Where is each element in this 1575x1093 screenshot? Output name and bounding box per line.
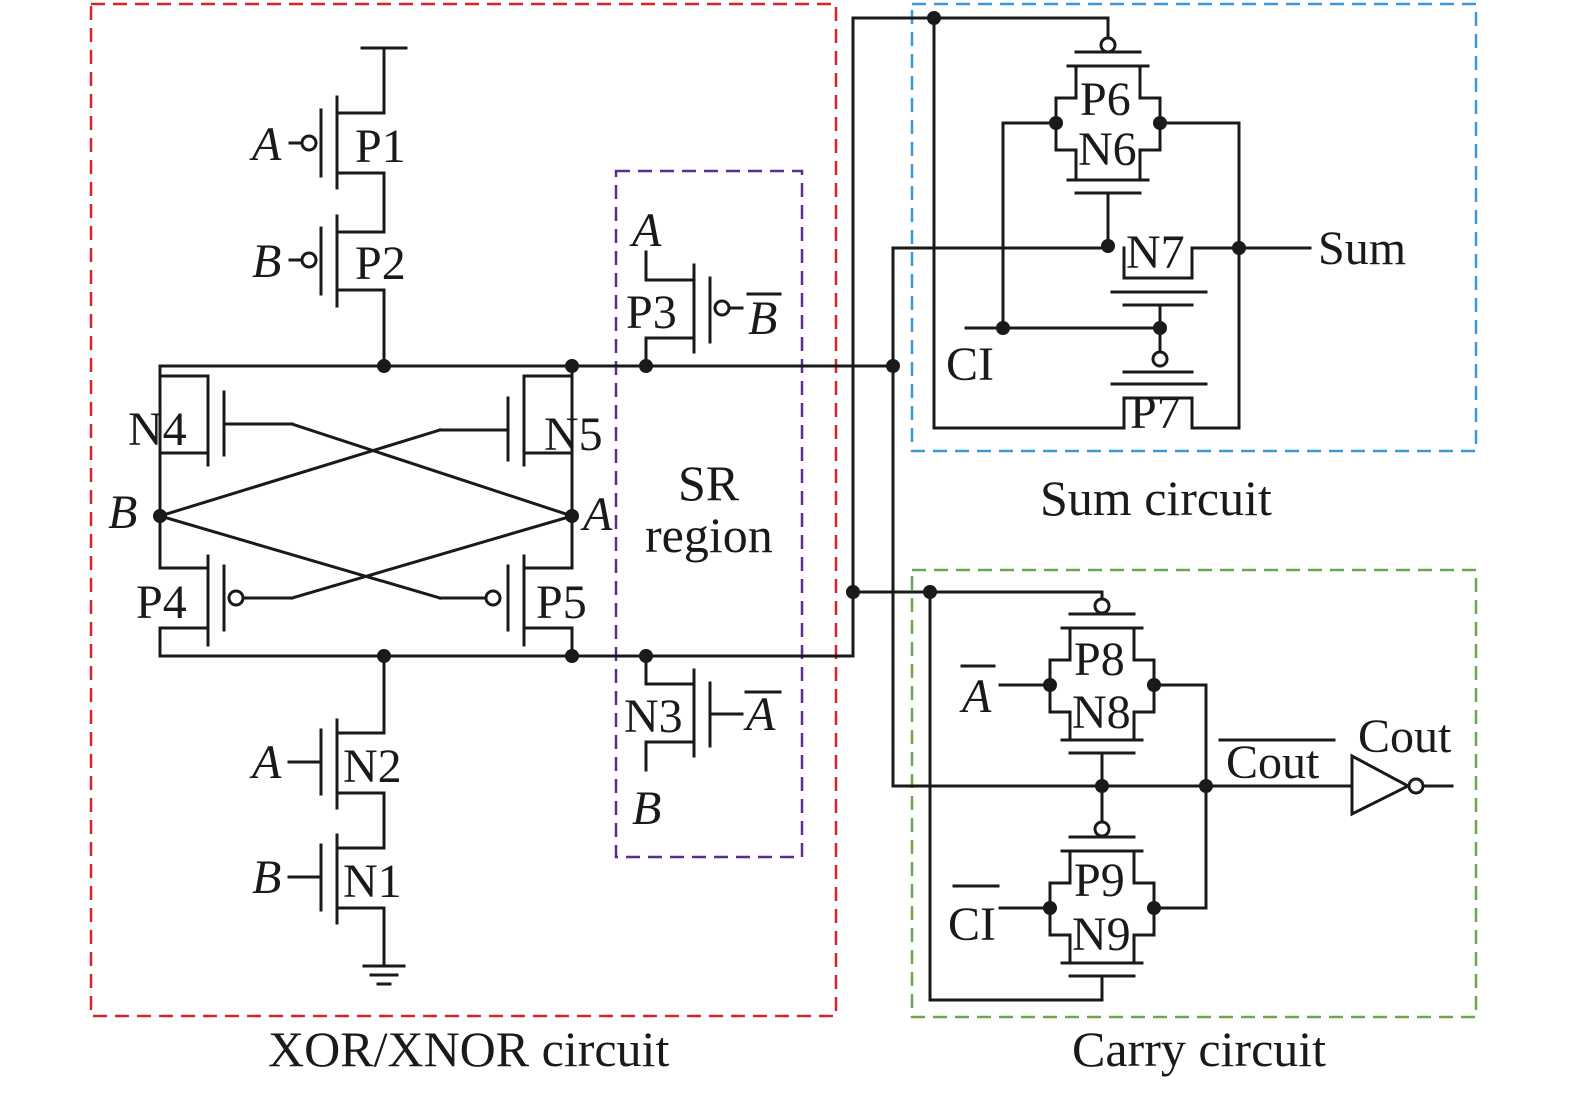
transistor-p2 (288, 214, 386, 308)
node-a-label: A (580, 488, 613, 541)
ci-bar-label: CI (948, 898, 996, 951)
junction-dots (153, 11, 1246, 915)
n3-label: N3 (624, 690, 683, 743)
cout-bar-label: Cout (1226, 736, 1320, 789)
transistor-n3 (644, 654, 744, 772)
transistor-n4 (158, 364, 294, 467)
sum-caption: Sum circuit (1040, 470, 1272, 526)
n7-label: N7 (1126, 226, 1185, 279)
transistor-n7 (1110, 246, 1208, 330)
p5-label: P5 (536, 576, 587, 629)
p2-label: P2 (355, 237, 406, 290)
sr-caption-line2: region (645, 507, 773, 563)
cout-label: Cout (1358, 710, 1452, 763)
n9-label: N9 (1072, 908, 1131, 961)
n3-gate-label: A (743, 688, 776, 741)
sr-region-box (614, 169, 804, 859)
transistor-p1 (288, 95, 386, 190)
n8-label: N8 (1072, 686, 1131, 739)
a-bar-label: A (959, 670, 992, 723)
p4-label: P4 (136, 576, 187, 629)
p1-gate-label: A (249, 118, 282, 171)
vdd-icon (360, 46, 408, 115)
transistor-p6 (1054, 16, 1162, 100)
n2-gate-label: A (249, 736, 282, 789)
sum-output-label: Sum (1318, 222, 1406, 275)
transistor-p9 (1048, 820, 1156, 885)
transistor-p5 (438, 554, 574, 658)
xor-caption: XOR/XNOR circuit (268, 1021, 669, 1077)
transistor-p8 (1048, 590, 1156, 662)
n1-label: N1 (343, 855, 402, 908)
n1-gate-label: B (252, 851, 281, 904)
ci-label: CI (946, 338, 994, 391)
inverter-icon (1350, 753, 1454, 817)
n2-label: N2 (343, 740, 402, 793)
p8-label: P8 (1074, 633, 1125, 686)
p2-gate-label: B (252, 235, 281, 288)
p1-label: P1 (355, 120, 406, 173)
transistor-n9 (1048, 933, 1156, 1002)
carry-caption: Carry circuit (1072, 1021, 1326, 1077)
transistor-n6 (1054, 148, 1162, 248)
sr-caption-line1: SR (678, 455, 740, 511)
p7-label: P7 (1130, 386, 1181, 439)
n6-label: N6 (1078, 123, 1137, 176)
p3-gate-label: B (748, 292, 777, 345)
p3-label: P3 (626, 286, 677, 339)
transistor-p3 (644, 250, 744, 368)
transistor-n5 (438, 364, 574, 467)
ground-icon (362, 964, 406, 986)
transistor-p7 (1110, 326, 1208, 430)
transistor-n2 (287, 718, 386, 810)
p9-label: P9 (1074, 854, 1125, 907)
p3-source-label: A (629, 204, 662, 257)
n4-label: N4 (128, 403, 187, 456)
p6-label: P6 (1080, 73, 1131, 126)
node-b-label: B (108, 486, 137, 539)
n3-source-label: B (632, 782, 661, 835)
transistor-n1 (287, 833, 386, 925)
transistor-p4 (158, 554, 294, 658)
